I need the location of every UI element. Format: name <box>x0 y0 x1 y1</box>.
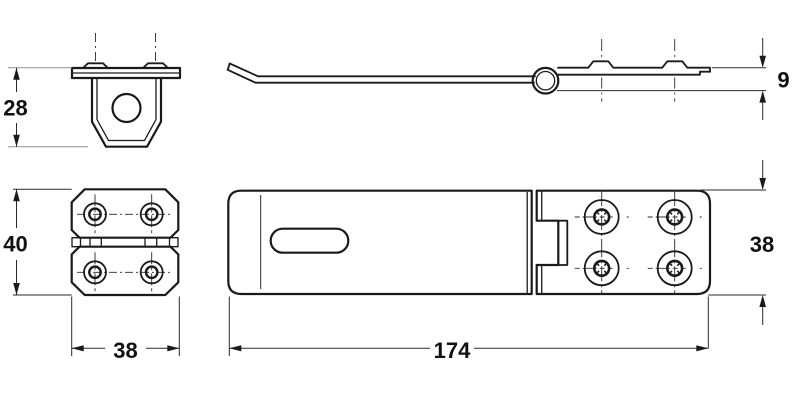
hinge-pin <box>535 70 556 91</box>
screw-hole <box>573 189 631 245</box>
staple-body-outer <box>90 76 163 148</box>
dim-label-28: 28 <box>3 96 27 121</box>
padlock-slot <box>269 227 350 254</box>
screw-hole <box>573 240 631 296</box>
arrowhead-right <box>167 345 180 352</box>
hasp-flap-plate <box>227 189 533 296</box>
joint-end-stub <box>168 237 179 248</box>
screw-hole <box>646 240 704 296</box>
dim-staple-top-width: 38 <box>71 296 180 363</box>
mounting-boss <box>82 62 109 69</box>
dim-hasp-side-thickness: 9 <box>557 38 790 120</box>
staple-body-inner <box>96 77 157 142</box>
dim-label-38-staple: 38 <box>113 338 137 363</box>
hasp-top-view <box>227 189 712 296</box>
staple-top-view <box>70 188 180 297</box>
arrowhead-up <box>759 295 766 307</box>
arrowhead-left <box>229 345 242 352</box>
arrowhead-down <box>759 178 766 190</box>
arrowhead-up <box>13 189 20 202</box>
arrowhead-down <box>759 55 766 68</box>
joint-end-stub <box>71 237 82 248</box>
dim-label-40: 40 <box>3 232 27 257</box>
flap-top-edge <box>228 62 536 78</box>
hinge-knuckle <box>557 219 569 266</box>
screw-holes <box>82 193 164 294</box>
arrowhead-up <box>759 90 766 103</box>
hasp-flap-profile <box>226 62 536 84</box>
arrowhead-up <box>13 67 20 80</box>
staple-front-view <box>70 33 182 148</box>
hinge-knuckle-curl <box>531 66 560 95</box>
dim-label-9: 9 <box>777 68 789 93</box>
plate-upper-half <box>70 188 180 239</box>
arrowhead-left <box>71 345 84 352</box>
flap-tip-cap <box>226 62 231 71</box>
dim-hasp-top-length: 174 <box>228 296 709 363</box>
dim-staple-front-height: 28 <box>3 67 88 148</box>
arrowhead-right <box>696 345 709 352</box>
arrowhead-down <box>13 283 20 295</box>
screw-hole <box>646 189 704 245</box>
flap-bottom-edge <box>226 68 535 84</box>
base-plate-top-edge <box>557 60 711 73</box>
hasp-side-view <box>226 39 711 102</box>
mounting-boss <box>142 62 169 69</box>
dim-label-174: 174 <box>434 338 471 363</box>
screw-holes <box>573 189 704 296</box>
staple-loop-leg <box>89 237 102 248</box>
arrowhead-down <box>13 134 20 147</box>
staple-eye-hole <box>111 92 142 124</box>
staple-loop-leg <box>144 237 158 248</box>
hasp-back-plate <box>535 189 712 296</box>
plate-lower-half <box>70 245 180 297</box>
dim-staple-top-height: 40 <box>3 188 72 296</box>
base-plate-bottom-edge <box>557 70 711 76</box>
dim-hasp-top-width: 38 <box>700 160 774 325</box>
dim-label-38-hasp: 38 <box>750 232 774 257</box>
